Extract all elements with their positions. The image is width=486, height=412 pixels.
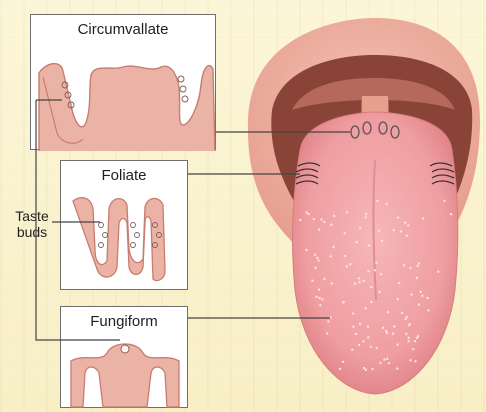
leader-lines — [0, 0, 486, 412]
